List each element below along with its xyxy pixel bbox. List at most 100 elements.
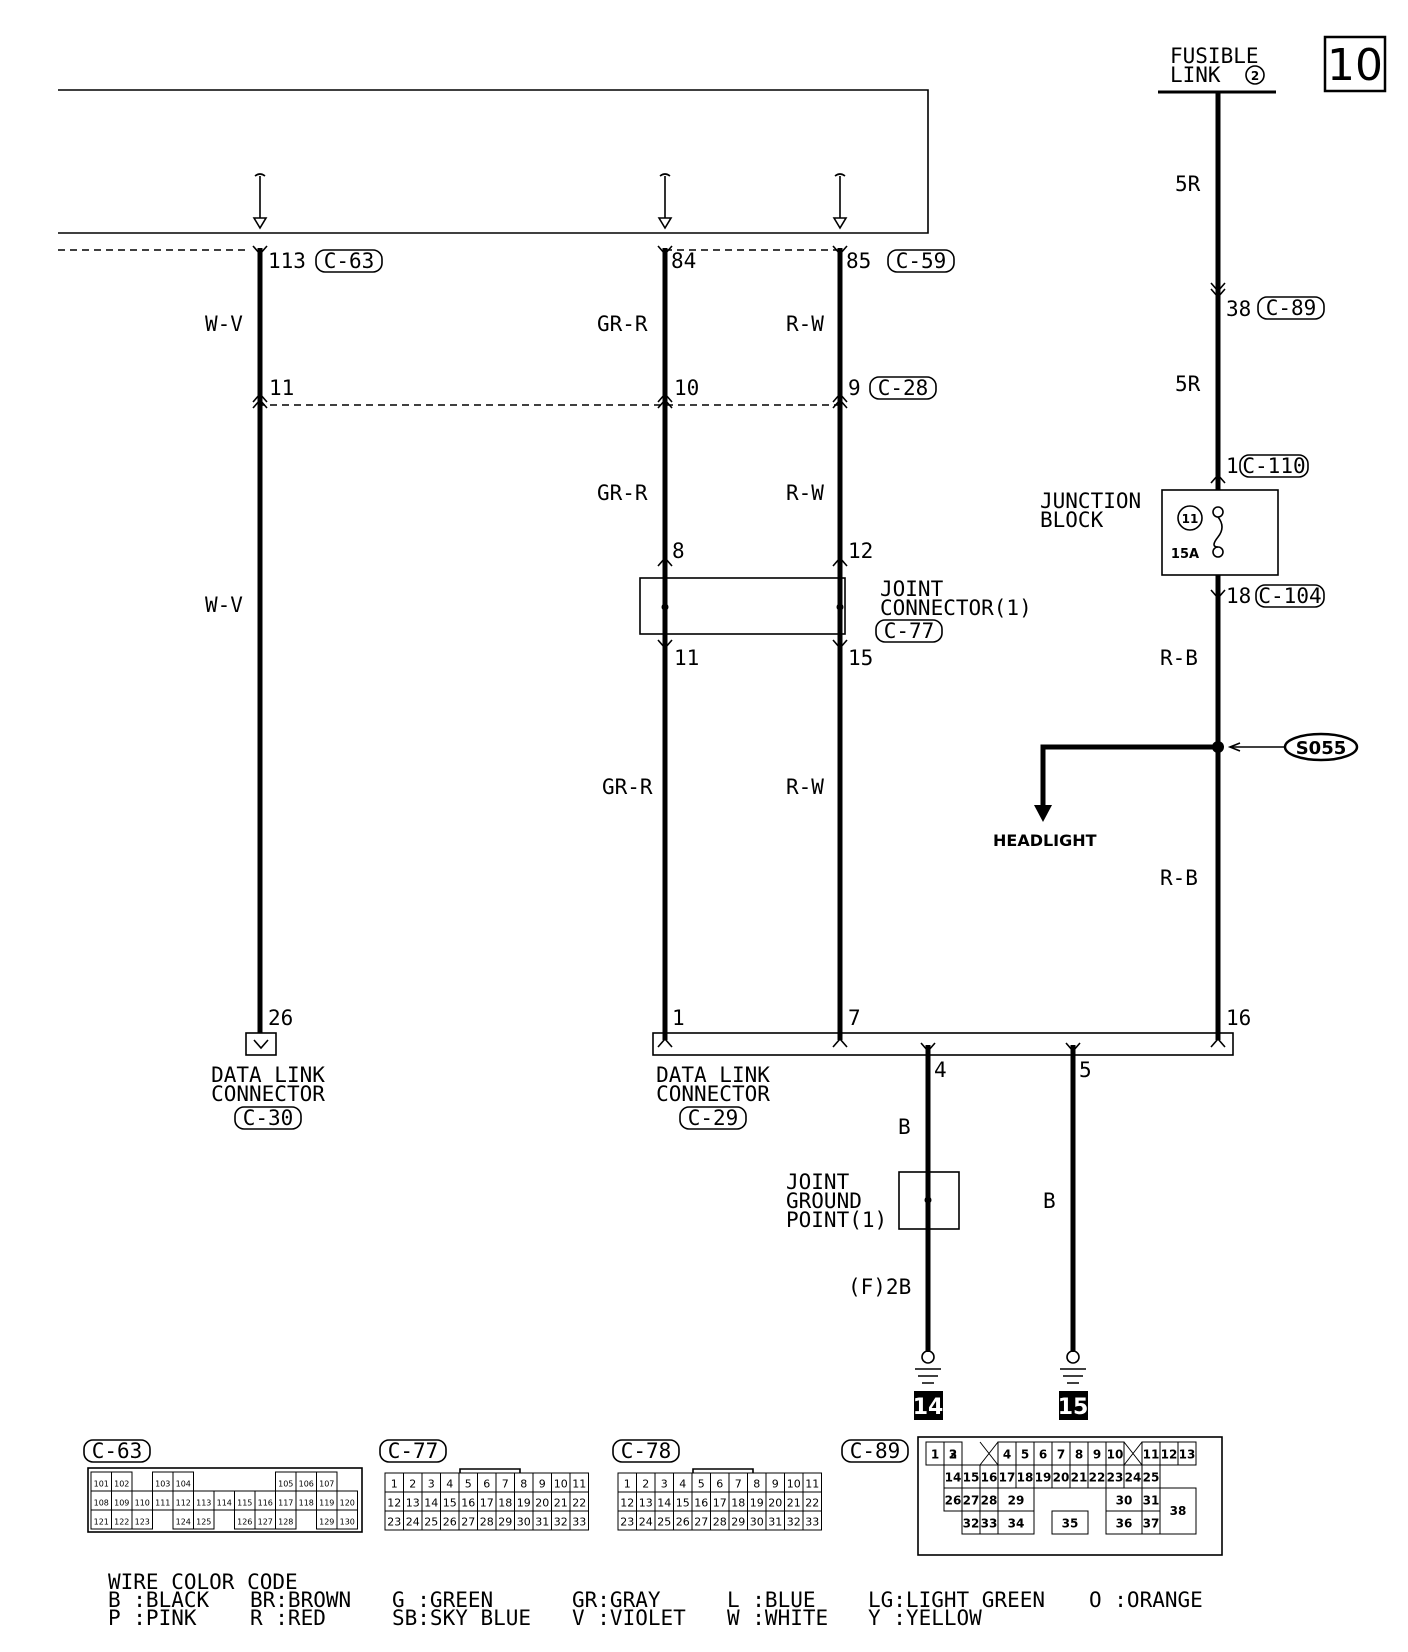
pin-cell-number: 33 xyxy=(572,1515,586,1528)
pin-cell-number: 12 xyxy=(620,1496,634,1509)
pin-cell-number: 103 xyxy=(155,1479,170,1488)
fusible-link-label: FUSIBLE xyxy=(1170,44,1259,68)
wire-color-entry: SB:SKY BLUE xyxy=(392,1606,531,1630)
pin-cell-number: 15 xyxy=(676,1496,690,1509)
pin-cell-number: 123 xyxy=(135,1517,150,1526)
pin-cell-number: 13 xyxy=(406,1496,420,1509)
pin-number: 16 xyxy=(1226,1006,1251,1030)
pin-number: 11 xyxy=(674,646,699,670)
pin-cell xyxy=(1177,1441,1197,1466)
joint-ground-point: JOINT GROUND POINT(1) xyxy=(786,1170,960,1232)
pin-cell-number: 24 xyxy=(406,1515,420,1528)
pin-cell-number: 31 xyxy=(535,1515,549,1528)
pin-cell-number: 16 xyxy=(694,1496,708,1509)
fusible-link: FUSIBLE LINK 2 xyxy=(1158,44,1276,94)
pin-number: 11 xyxy=(269,376,294,400)
fuse-amperage: 15A xyxy=(1171,547,1199,562)
wire-color-entry: GR:GRAY xyxy=(572,1588,661,1612)
pin-cell-number: 12 xyxy=(1161,1448,1178,1462)
headlight-arrow xyxy=(1034,805,1052,822)
svg-text:C-63: C-63 xyxy=(324,249,375,273)
pin-cell-number: 22 xyxy=(572,1496,586,1509)
wire-label: GR-R xyxy=(602,775,653,799)
wire-label: 5R xyxy=(1175,172,1201,196)
pin-cell-number: 9 xyxy=(772,1477,779,1490)
wire-label: B xyxy=(898,1115,911,1139)
pin-number: 85 xyxy=(846,249,871,273)
pin-cell xyxy=(336,1509,358,1530)
pin-cell-number: 11 xyxy=(572,1477,586,1490)
ground-icon xyxy=(915,1368,941,1384)
pin-cell-number: 102 xyxy=(114,1479,129,1488)
pin-cell-number: 28 xyxy=(981,1494,998,1508)
pin-cell-number: 14 xyxy=(945,1471,962,1485)
pin-cell-number: 28 xyxy=(713,1515,727,1528)
pin-cell-number: 24 xyxy=(639,1515,653,1528)
pin-cell-number: 18 xyxy=(731,1496,745,1509)
pin-cell-number: 119 xyxy=(319,1498,334,1507)
pin-cell-number: 28 xyxy=(480,1515,494,1528)
data-link-connector-c30: DATA LINK CONNECTOR xyxy=(211,1032,325,1106)
pin-cell-number: 13 xyxy=(639,1496,653,1509)
pin-cell-number: 6 xyxy=(716,1477,723,1490)
pin-cell-number: 14 xyxy=(657,1496,671,1509)
pin-number: 38 xyxy=(1226,297,1251,321)
pin-cell-number: 38 xyxy=(1170,1504,1187,1518)
pin-cell-number: 101 xyxy=(94,1479,109,1488)
pin-number: 5 xyxy=(1079,1058,1092,1082)
pin-cell-number: 37 xyxy=(1143,1517,1160,1531)
pin-cell-number: 1 xyxy=(624,1477,631,1490)
pin-cell-number: 1 xyxy=(931,1448,939,1462)
svg-text:C-110: C-110 xyxy=(1242,454,1305,478)
pin-cell-number: 32 xyxy=(963,1517,980,1531)
headlight-label: HEADLIGHT xyxy=(993,831,1097,850)
pin-cell-number: 130 xyxy=(340,1517,355,1526)
pin-cell-number: 13 xyxy=(1179,1448,1196,1462)
pin-cell-number: 8 xyxy=(520,1477,527,1490)
pin-cell-number: 30 xyxy=(517,1515,531,1528)
pin-cell-number: 129 xyxy=(319,1517,334,1526)
svg-text:C-59: C-59 xyxy=(896,249,947,273)
pin-cell-number: 4 xyxy=(1003,1448,1011,1462)
wire-color-entry: BR:BROWN xyxy=(250,1588,351,1612)
fuse-icon xyxy=(1213,516,1223,548)
svg-text:C-77: C-77 xyxy=(884,619,935,643)
pin-cell-number: 115 xyxy=(237,1498,252,1507)
pin-cell-number: 2 xyxy=(642,1477,649,1490)
pin-cell-number: 27 xyxy=(694,1515,708,1528)
pin-cell xyxy=(131,1509,153,1530)
pin-cell-number: 127 xyxy=(258,1517,273,1526)
pin-number: 18 xyxy=(1226,584,1251,608)
wire-label: (F)2B xyxy=(848,1275,911,1299)
ecu-pin-arrows xyxy=(252,173,848,230)
junction-block: 11 15A JUNCTION BLOCK xyxy=(1040,489,1279,576)
connector-face-label: C-77 xyxy=(388,1439,439,1463)
pin-cell-number: 29 xyxy=(1008,1494,1025,1508)
pin-cell-number: 19 xyxy=(750,1496,764,1509)
pin-cell-number: 20 xyxy=(535,1496,549,1509)
pin-cell-number: 106 xyxy=(299,1479,314,1488)
pin-cell-number: 27 xyxy=(461,1515,475,1528)
wire-color-entry: V :VIOLET xyxy=(572,1606,686,1630)
pin-number: 113 xyxy=(268,249,306,273)
wire-label: GR-R xyxy=(597,481,648,505)
badge-c104: C-104 xyxy=(1255,584,1325,608)
connector-face-label: C-63 xyxy=(92,1439,143,1463)
pin-cell-number: 33 xyxy=(981,1517,998,1531)
pin-cell-number: 16 xyxy=(461,1496,475,1509)
pin-cell-number: 5 xyxy=(465,1477,472,1490)
pin-cell-number: 2 xyxy=(949,1448,957,1462)
dlc-c30-label: DATA LINK xyxy=(211,1063,325,1087)
badge-c30: C-30 xyxy=(234,1106,302,1130)
pin-number: 12 xyxy=(848,539,873,563)
splice-s055: S055 xyxy=(1212,732,1359,762)
wire-label: R-W xyxy=(786,481,824,505)
page-number: 10 xyxy=(1327,40,1383,91)
pin-number: 4 xyxy=(934,1058,947,1082)
svg-text:C-28: C-28 xyxy=(878,376,929,400)
pin-cell-number: 1 xyxy=(391,1477,398,1490)
connector-badges: C-63 C-59 C-28 C-89 C-110 C-104 C-77 C-3… xyxy=(234,249,1325,1130)
pin-cell-number: 7 xyxy=(1057,1448,1065,1462)
pin-cell-number: 7 xyxy=(502,1477,509,1490)
